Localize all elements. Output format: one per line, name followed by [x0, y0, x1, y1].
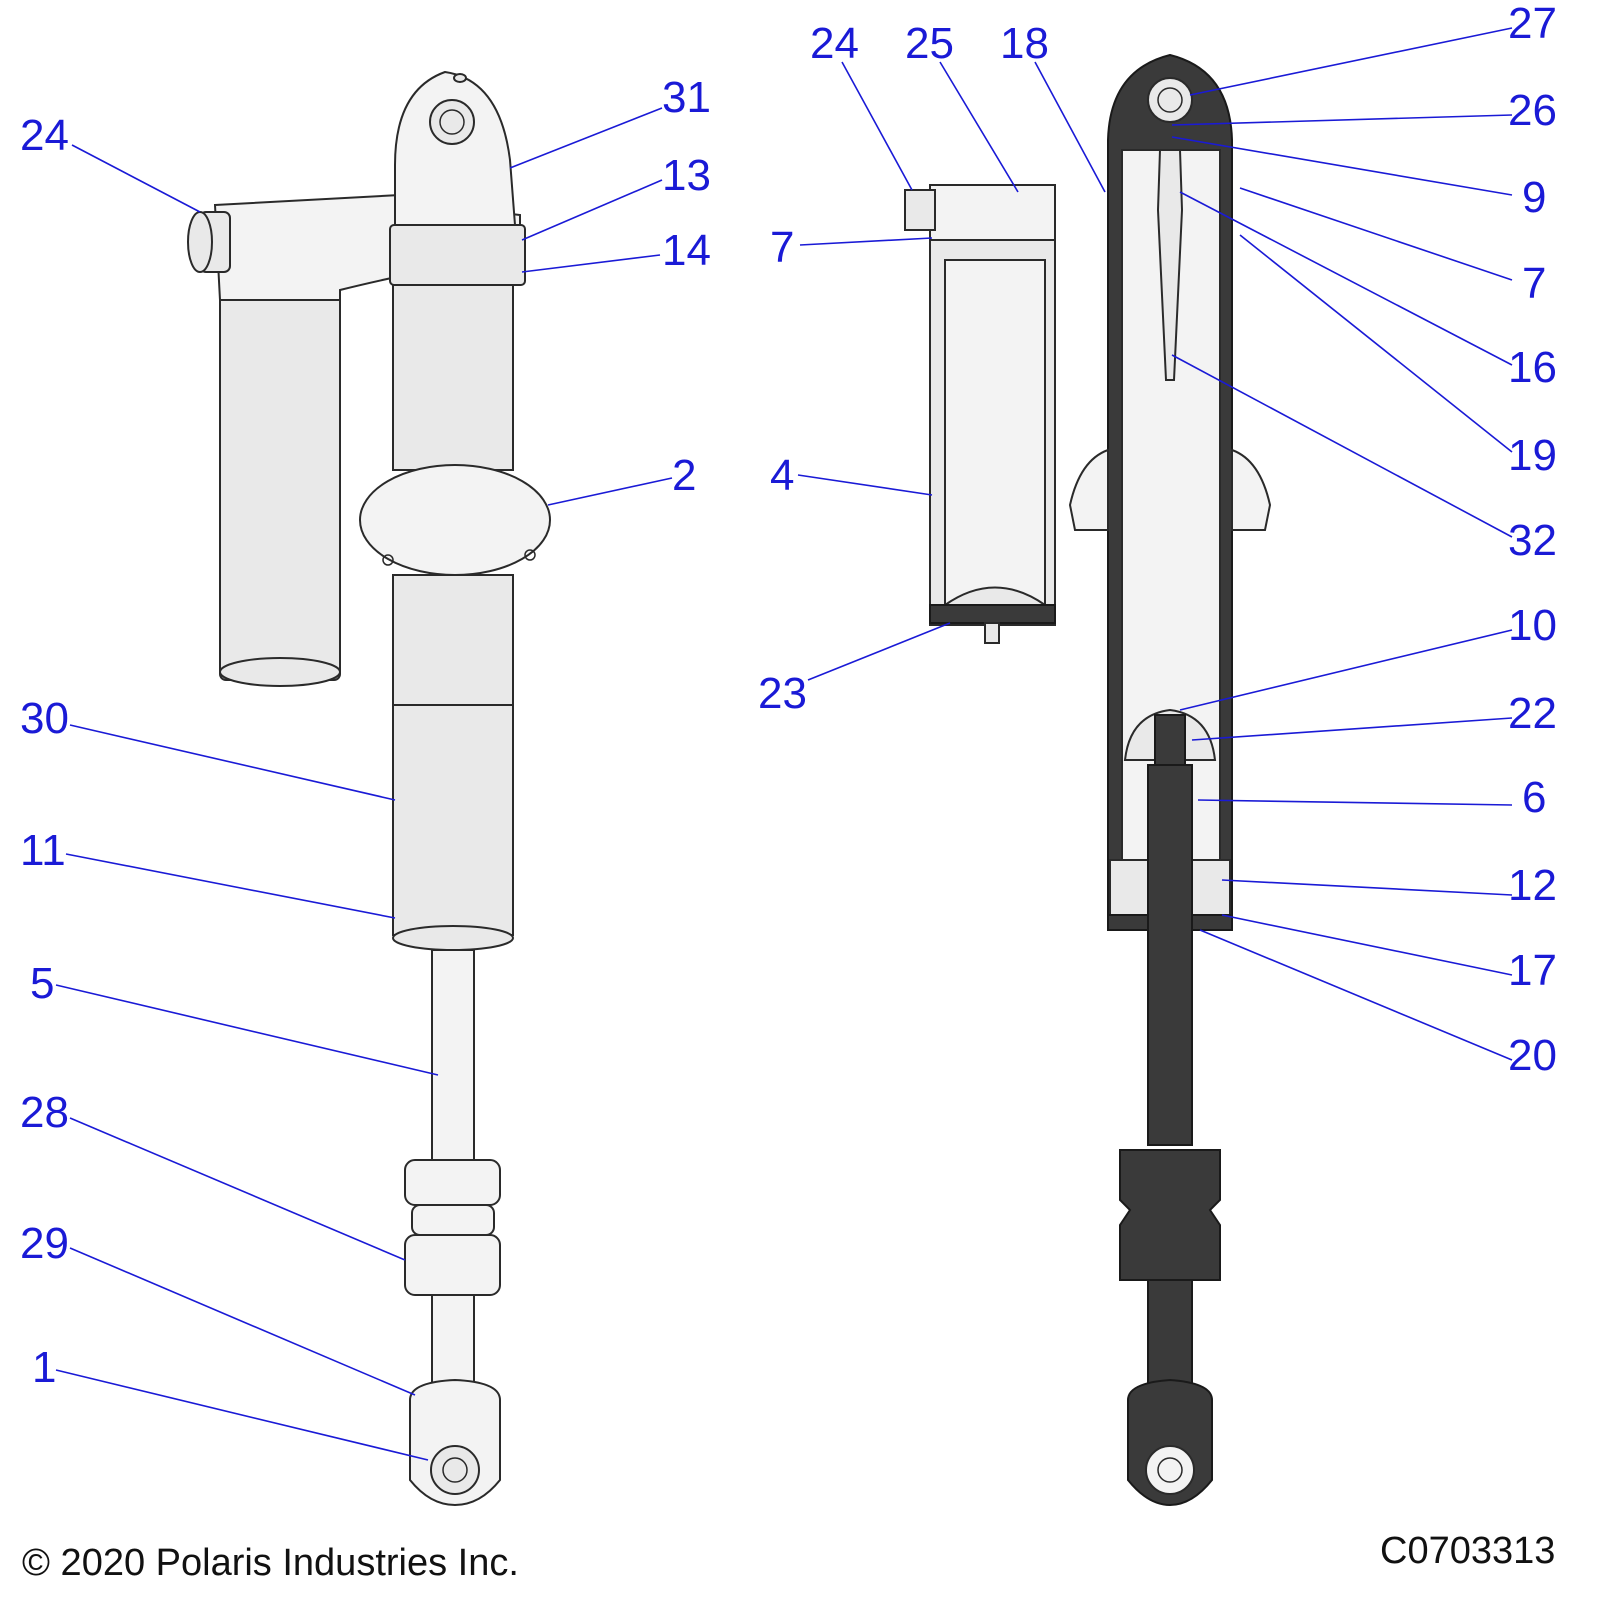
callout-32: 32 — [1508, 516, 1557, 565]
callout-27: 27 — [1508, 0, 1557, 48]
copyright-text: © 2020 Polaris Industries Inc. — [22, 1542, 519, 1584]
callout-5: 5 — [30, 959, 54, 1008]
callout-4: 4 — [770, 451, 794, 500]
callout-14: 14 — [662, 226, 711, 275]
callout-18: 18 — [1000, 19, 1049, 68]
callout-9: 9 — [1522, 173, 1546, 222]
callout-17: 17 — [1508, 946, 1557, 995]
shaft-lower — [431, 1294, 475, 1391]
callout-11: 11 — [20, 826, 66, 875]
body-mid — [392, 574, 514, 706]
callout-6: 6 — [1522, 773, 1546, 822]
callout-7-left: 7 — [770, 223, 794, 272]
reservoir-canister — [219, 279, 341, 687]
body-lower — [392, 704, 514, 936]
callout-19: 19 — [1508, 431, 1557, 480]
shock-section-view — [904, 53, 1272, 1507]
bump-stop — [404, 1159, 501, 1296]
callout-labels: 24 31 13 14 2 30 11 5 28 29 1 24 25 18 7… — [20, 0, 1557, 1392]
callout-16: 16 — [1508, 343, 1557, 392]
callout-31: 31 — [662, 73, 711, 122]
shock-exterior-view — [187, 70, 551, 1507]
callout-23: 23 — [758, 669, 807, 718]
callout-29: 29 — [20, 1219, 69, 1268]
body-upper — [392, 284, 514, 471]
callout-28: 28 — [20, 1088, 69, 1137]
spring-perch — [359, 464, 551, 586]
callout-25: 25 — [905, 19, 954, 68]
callout-24-section: 24 — [810, 19, 859, 68]
bottom-eye-mount — [409, 1378, 501, 1507]
callout-10: 10 — [1508, 601, 1557, 650]
body-cap — [392, 925, 514, 951]
callout-22: 22 — [1508, 689, 1557, 738]
top-eye-mount — [394, 70, 517, 226]
callout-12: 12 — [1508, 861, 1557, 910]
shaft-section — [1119, 764, 1221, 1507]
reservoir-section — [904, 184, 1056, 644]
callout-20: 20 — [1508, 1031, 1557, 1080]
callout-26: 26 — [1508, 86, 1557, 135]
collar-ring — [389, 224, 526, 286]
callout-13: 13 — [662, 151, 711, 200]
drawing-number: C0703313 — [1380, 1530, 1555, 1572]
callout-2: 2 — [672, 451, 696, 500]
callout-7-right: 7 — [1522, 259, 1546, 308]
callout-30: 30 — [20, 694, 69, 743]
callout-1: 1 — [32, 1343, 56, 1392]
shaft — [431, 949, 475, 1166]
callout-24: 24 — [20, 111, 69, 160]
leader-lines — [55, 27, 1513, 1461]
